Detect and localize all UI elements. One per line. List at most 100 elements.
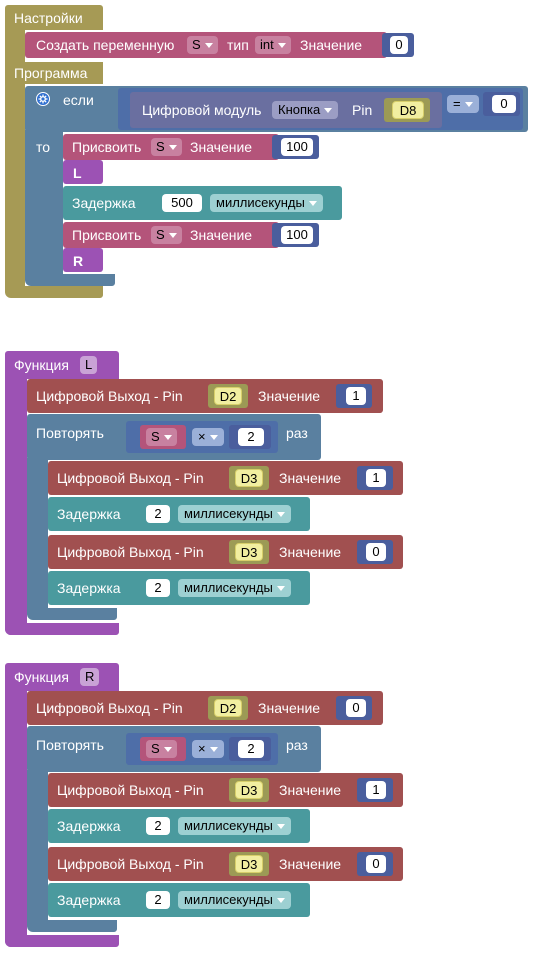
delay-unit-dropdown[interactable]: миллисекунды [210,194,323,212]
delay-value-field[interactable]: 500 [162,194,202,212]
multiply-op-text: × [198,429,206,444]
function-header[interactable] [5,663,119,691]
delay-unit-text: миллисекунды [184,506,273,521]
delay-label: Задержка [57,506,121,522]
var-name-text: S [192,37,201,52]
type-dropdown[interactable]: int [255,36,291,54]
pin-field[interactable]: D8 [392,101,424,119]
digital-out-value-label: Значение [279,470,342,486]
program-footer [5,286,103,298]
delay-unit-dropdown[interactable]: миллисекунды [178,579,291,597]
program-block[interactable] [5,62,103,84]
call-r-block[interactable] [63,248,103,272]
digital-out-value-field[interactable]: 0 [366,543,386,561]
digital-out-value-field[interactable]: 1 [366,781,386,799]
digital-out-label: Цифровой Выход - Pin [57,470,204,486]
setup-value-field[interactable]: 0 [390,36,408,54]
delay-value-field[interactable]: 2 [146,891,170,909]
chevron-down-icon [276,823,285,829]
digital-out-block[interactable] [48,847,403,881]
compare-op-dropdown[interactable]: = [447,95,479,113]
assign-var-dropdown[interactable]: S [151,138,182,156]
digital-out-block[interactable] [27,379,383,413]
program-title: Программа [14,65,88,81]
assign-var-dropdown-2[interactable]: S [151,226,182,244]
digital-out-value-label: Значение [279,856,342,872]
factor-field[interactable]: 2 [238,428,264,446]
pin-field[interactable]: D3 [235,543,263,561]
chevron-down-icon [308,200,317,206]
compare-op-text: = [453,96,461,111]
function-label: Функция [14,669,69,685]
chevron-down-icon [276,897,285,903]
factor-field[interactable]: 2 [238,740,264,758]
function-body [5,689,27,947]
chevron-down-icon [464,101,473,107]
assign-value-field[interactable]: 100 [281,138,313,156]
pin-field[interactable]: D2 [214,699,242,717]
pin-field[interactable]: D3 [235,855,263,873]
pin-field[interactable]: D3 [235,469,263,487]
assign-label-2: Присвоить [72,227,142,243]
pin-label: Pin [352,102,373,118]
digital-out-label: Цифровой Выход - Pin [36,388,183,404]
digital-out-block[interactable] [48,461,403,495]
delay-value-field[interactable]: 2 [146,579,170,597]
chevron-down-icon [277,42,286,48]
delay-unit-text: миллисекунды [216,195,305,210]
delay-unit-text: миллисекунды [184,818,273,833]
module-dropdown[interactable]: Кнопка [272,101,339,119]
digital-out-block[interactable] [27,691,383,725]
assign-value-label-2: Значение [190,227,253,243]
repeat-label: Повторять [36,737,104,753]
setup-body [5,28,25,63]
multiply-op-dropdown[interactable]: × [192,428,224,446]
function-header[interactable] [5,351,119,379]
digital-out-value-field[interactable]: 0 [346,699,366,717]
digital-out-block[interactable] [48,773,403,807]
delay-label: Задержка [72,195,136,211]
call-l-block[interactable] [63,160,103,184]
repeat-body-rail [27,458,48,612]
function-footer [5,623,119,635]
digital-out-value-field[interactable]: 1 [366,469,386,487]
compare-value-field[interactable]: 0 [492,95,516,113]
multiply-op-text: × [198,741,206,756]
function-name-field[interactable]: L [80,356,98,374]
var-name-dropdown[interactable]: S [187,36,218,54]
delay-label: Задержка [57,892,121,908]
call-r-label: R [73,253,84,269]
delay-unit-text: миллисекунды [184,892,273,907]
digital-out-block[interactable] [48,535,403,569]
repeat-var-dropdown[interactable]: S [146,428,177,446]
digital-out-value-field[interactable]: 1 [346,387,366,405]
assign-value-field-2[interactable]: 100 [281,226,313,244]
delay-unit-dropdown[interactable]: миллисекунды [178,891,291,909]
type-label: тип [227,37,249,53]
repeat-footer [27,608,117,620]
setup-title: Настройки [14,10,83,26]
multiply-op-dropdown[interactable]: × [192,740,224,758]
delay-value-field[interactable]: 2 [146,817,170,835]
function-name-field[interactable]: R [80,668,100,686]
if-footer [25,274,115,286]
repeat-var-dropdown[interactable]: S [146,740,177,758]
repeat-var-text: S [151,429,160,444]
gear-icon[interactable] [36,92,50,106]
chevron-down-icon [209,434,218,440]
delay-unit-dropdown[interactable]: миллисекунды [178,505,291,523]
assign-label: Присвоить [72,139,142,155]
pin-field[interactable]: D3 [235,781,263,799]
digital-out-label: Цифровой Выход - Pin [57,544,204,560]
call-l-label: L [73,165,82,181]
pin-field[interactable]: D2 [214,387,242,405]
program-body [5,84,25,294]
delay-unit-dropdown[interactable]: миллисекунды [178,817,291,835]
delay-value-field[interactable]: 2 [146,505,170,523]
digital-out-value-label: Значение [258,388,321,404]
delay-unit-text: миллисекунды [184,580,273,595]
digital-out-value-field[interactable]: 0 [366,855,386,873]
digital-module-label: Цифровой модуль [142,102,262,118]
then-label: то [36,139,51,155]
setup-block[interactable] [5,5,103,30]
